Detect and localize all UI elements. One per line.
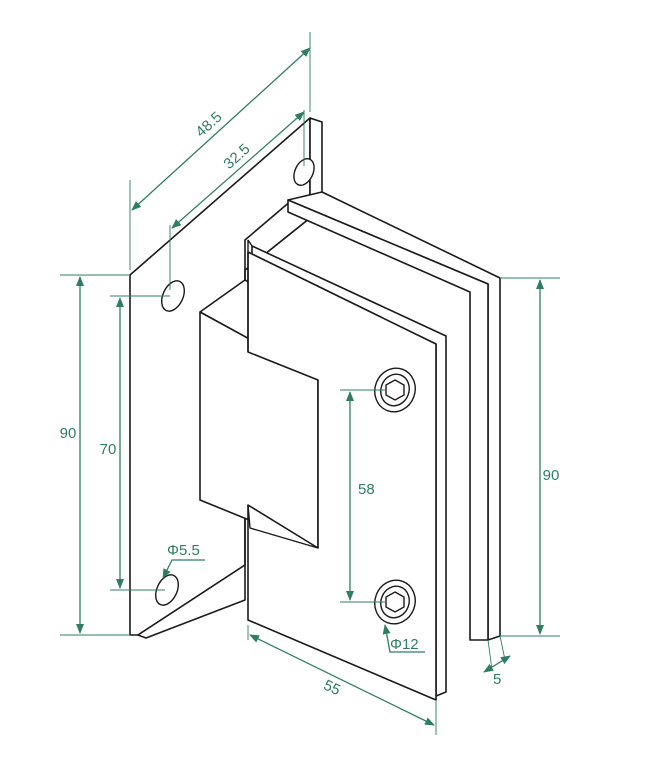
label-screw-diameter: Φ12 (390, 636, 419, 653)
label-top-width: 48.5 (192, 109, 225, 141)
label-hole-spacing-left: 70 (100, 441, 117, 458)
dim-thickness (483, 655, 511, 673)
wall-plate-lower-hole (154, 574, 180, 606)
label-bottom-width: 55 (321, 677, 343, 699)
dimension-lines (60, 32, 560, 735)
hex-socket-icon (385, 591, 405, 613)
label-thickness: 5 (493, 671, 501, 688)
leader-screw (382, 624, 425, 653)
label-height-left: 90 (60, 425, 77, 442)
front-clamp-plate (247, 239, 447, 701)
leader-small-hole (162, 559, 205, 579)
top-screw (374, 367, 416, 413)
wall-plate-upper-hole (160, 280, 186, 312)
label-hole-diameter-small: Φ5.5 (167, 542, 200, 559)
hex-socket-icon (385, 379, 405, 401)
dim-bottom-width (249, 634, 435, 726)
label-screw-spacing: 58 (358, 481, 375, 498)
label-height-right: 90 (543, 467, 560, 484)
bottom-screw (374, 579, 416, 625)
label-hole-spacing-top: 32.5 (220, 141, 253, 173)
dim-hole-spacing-top (171, 111, 305, 229)
front-plate-edge (247, 239, 319, 549)
